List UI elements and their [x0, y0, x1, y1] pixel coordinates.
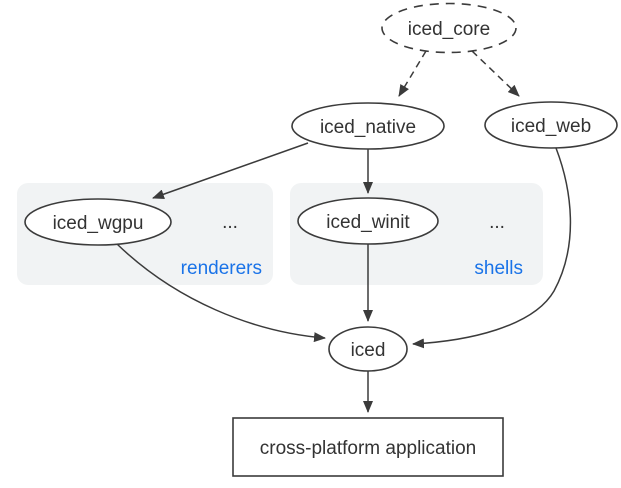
node-iced-core: iced_core [381, 2, 517, 54]
edge-iced-core-to-iced-native [398, 50, 427, 97]
edge-iced-wgpu-to-iced [116, 243, 326, 343]
iced-native-label: iced_native [320, 117, 416, 138]
iced-native-ellipse [291, 102, 445, 150]
renderers-ellipsis: ... [222, 212, 238, 233]
application-label: cross-platform application [260, 438, 476, 459]
edge-iced-core-to-iced-web [471, 50, 520, 97]
node-iced-winit: iced_winit [297, 197, 439, 245]
iced-web-ellipse [484, 101, 618, 149]
renderers-group-label: renderers [181, 258, 262, 279]
iced-ellipse [328, 326, 408, 372]
iced-wgpu-label: iced_wgpu [53, 213, 144, 234]
node-cross-platform-application: cross-platform application [232, 417, 504, 477]
node-iced-web: iced_web [484, 101, 618, 149]
node-iced-native: iced_native [291, 102, 445, 150]
iced-label: iced [351, 340, 386, 361]
application-rect [232, 417, 504, 477]
iced-core-ellipse [381, 2, 517, 54]
iced-web-label: iced_web [511, 116, 591, 137]
iced-core-label: iced_core [408, 19, 490, 40]
node-iced: iced [328, 326, 408, 372]
iced-winit-label: iced_winit [326, 212, 410, 233]
edge-iced-web-to-iced [412, 147, 572, 349]
shells-ellipsis: ... [489, 212, 505, 233]
iced-wgpu-ellipse [24, 198, 172, 246]
node-iced-wgpu: iced_wgpu [24, 198, 172, 246]
shells-group-label: shells [474, 258, 523, 279]
edge-iced-native-to-iced-wgpu [152, 142, 309, 200]
iced-winit-ellipse [297, 197, 439, 245]
